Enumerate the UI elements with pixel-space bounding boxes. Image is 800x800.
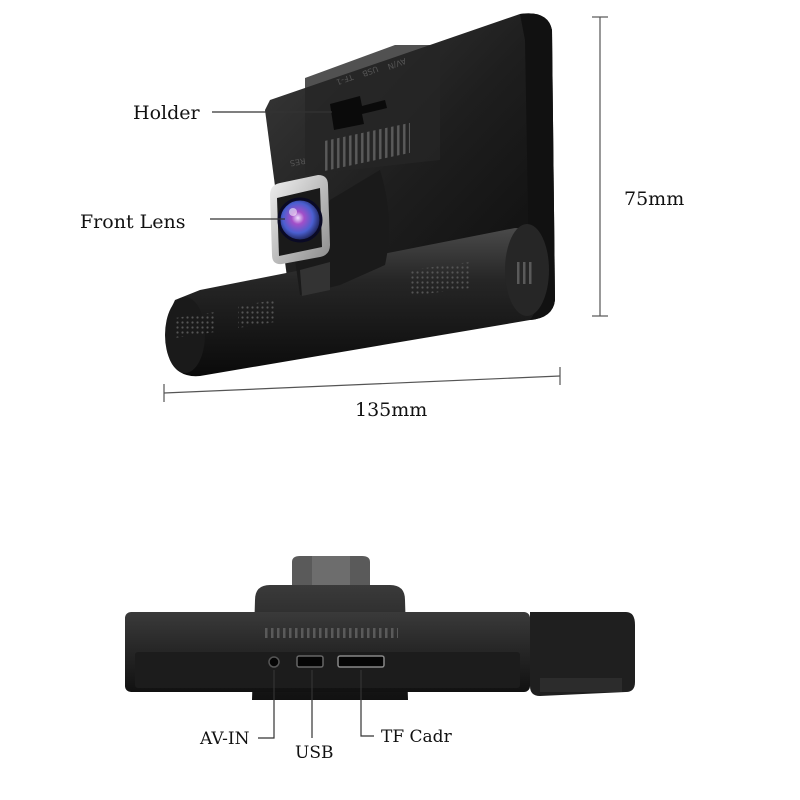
height-dimension: 75mm (592, 16, 684, 317)
cylinder-end-right-vent (517, 262, 535, 284)
front-lens-label: Front Lens (80, 211, 185, 233)
housing-mark-res: RES (289, 156, 306, 168)
front-lens (270, 175, 330, 265)
holder-label: Holder (133, 102, 200, 124)
speaker-grille-right (410, 262, 470, 296)
lens-pivot (295, 170, 389, 295)
tf-card-label: TF Cadr (381, 727, 453, 747)
tf-card-slot (337, 655, 385, 668)
width-dimension-label: 135mm (355, 399, 427, 421)
lens-glass (279, 199, 321, 241)
pivot-window (300, 262, 330, 296)
bottom-view-camera: AV-IN USB TF Cadr (125, 556, 635, 763)
speaker-grille-mid (238, 300, 275, 328)
usb-port (296, 655, 324, 668)
usb-label: USB (295, 743, 333, 763)
holder-slot (330, 96, 387, 130)
av-in-port (268, 656, 280, 668)
av-in-callout-line (258, 670, 275, 739)
width-dimension: 135mm (163, 367, 561, 421)
tf-card-callout-line (360, 670, 374, 737)
speaker-grille-left (175, 312, 215, 338)
plate-vent (325, 122, 410, 171)
top-view-camera: AV/N USB TF-1 RES Holder Front Lens (80, 13, 684, 421)
height-dimension-label: 75mm (624, 188, 684, 210)
av-in-label: AV-IN (199, 729, 250, 749)
bottom-vent-strip (262, 628, 398, 638)
bottom-rear-cylinder (530, 612, 635, 696)
